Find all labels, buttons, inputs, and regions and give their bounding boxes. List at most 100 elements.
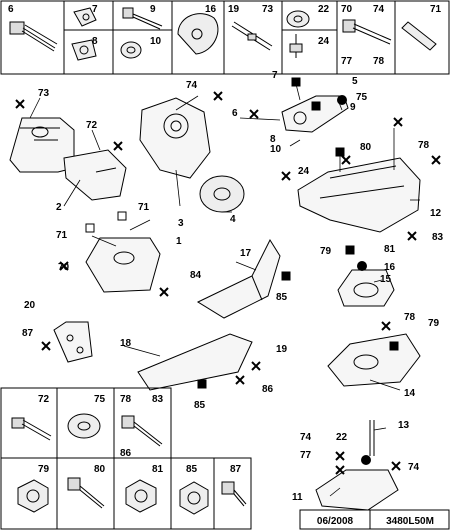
callout-80: 80	[360, 142, 372, 153]
d-washer-icon	[177, 13, 219, 55]
clip-nut-icon	[71, 39, 97, 61]
flange-bolt-icon	[67, 477, 105, 509]
cross-marker	[335, 451, 345, 461]
strip-label-8: 8	[92, 36, 98, 47]
cross-marker	[281, 171, 291, 181]
filled-square-marker	[311, 101, 321, 111]
callout-78: 78	[418, 140, 430, 151]
strip-label-24: 24	[318, 36, 330, 47]
nut-icon	[120, 41, 142, 59]
callout-22: 22	[336, 432, 348, 443]
callout-78: 78	[404, 312, 416, 323]
callout-87: 87	[22, 328, 34, 339]
callout-84: 84	[190, 270, 202, 281]
callout-3: 3	[178, 218, 184, 229]
callout-86: 86	[262, 384, 274, 395]
dot-marker	[337, 95, 347, 105]
callout-71: 71	[138, 202, 150, 213]
support-tray-12	[297, 157, 421, 233]
cross-marker	[381, 321, 391, 331]
washer-icon	[67, 413, 101, 439]
torque-link-3	[139, 97, 211, 179]
legend-label-75: 75	[94, 394, 106, 405]
flange-bolt-icon	[342, 19, 392, 45]
stud-13	[369, 420, 375, 456]
leader-lines	[29, 83, 420, 497]
connection-markers	[15, 77, 441, 475]
bolt-icon	[11, 417, 52, 441]
cross-marker	[391, 461, 401, 471]
plate-20	[53, 321, 93, 363]
callout-5: 5	[352, 76, 358, 87]
callout-18: 18	[120, 338, 132, 349]
callout-17: 17	[240, 248, 252, 259]
legend-label-86: 86	[120, 448, 132, 459]
callout-70: 70	[58, 262, 70, 273]
strip-label-74: 74	[373, 4, 385, 15]
bolt-icon	[9, 21, 58, 52]
filled-square-marker	[389, 341, 399, 351]
callout-12: 12	[430, 208, 442, 219]
cross-marker	[59, 261, 69, 271]
callout-85: 85	[276, 292, 288, 303]
callout-24: 24	[298, 166, 310, 177]
bushing-4	[199, 175, 245, 213]
mount-1	[85, 237, 161, 293]
callout-71: 71	[56, 230, 68, 241]
flange-bolt-icon	[121, 415, 163, 447]
callout-16: 16	[384, 262, 396, 273]
callout-19: 19	[276, 344, 288, 355]
callout-6: 6	[232, 108, 238, 119]
callout-2: 2	[56, 202, 62, 213]
callout-74: 74	[300, 432, 312, 443]
legend-label-78: 78	[120, 394, 132, 405]
mount-bracket-2	[63, 149, 127, 201]
callout-10: 10	[270, 144, 282, 155]
flange-bolt-icon	[122, 7, 163, 30]
callout-74: 74	[186, 80, 198, 91]
strip-label-73: 73	[262, 4, 274, 15]
footer-ref: 3480L50M	[386, 516, 434, 527]
stud-icon	[231, 21, 273, 51]
rod-5	[281, 95, 349, 133]
callout-77: 77	[300, 450, 312, 461]
legend-label-80: 80	[94, 464, 106, 475]
plate-14	[327, 333, 421, 387]
mount-15	[337, 269, 395, 307]
strip-label-9: 9	[150, 4, 156, 15]
bracket-17	[196, 238, 281, 319]
cross-marker	[213, 91, 223, 101]
strip-label-7: 7	[92, 4, 98, 15]
cross-marker	[41, 341, 51, 351]
strip-label-22: 22	[318, 4, 330, 15]
cross-marker	[251, 361, 261, 371]
bottom-legend	[0, 387, 252, 530]
filled-square-marker	[281, 271, 291, 281]
footer: 06/2008 3480L50M	[299, 509, 450, 530]
callout-4: 4	[230, 214, 236, 225]
callout-72: 72	[86, 120, 98, 131]
callout-1: 1	[176, 236, 182, 247]
engine-mount-left	[9, 117, 75, 173]
hex-nut-icon	[125, 479, 157, 513]
callout-7: 7	[272, 70, 278, 81]
cross-marker	[407, 231, 417, 241]
callout-75: 75	[356, 92, 368, 103]
cross-marker	[393, 117, 403, 127]
cross-marker	[235, 375, 245, 385]
flange-bolt-icon	[221, 481, 247, 507]
callout-79: 79	[320, 246, 332, 257]
callout-85: 85	[194, 400, 206, 411]
cross-marker	[159, 287, 169, 297]
strip-label-71: 71	[430, 4, 442, 15]
strip-label-10: 10	[150, 36, 162, 47]
legend-label-83: 83	[152, 394, 164, 405]
strip-label-19: 19	[228, 4, 240, 15]
callout-8: 8	[270, 134, 276, 145]
cross-marker	[249, 109, 259, 119]
base-11	[315, 469, 399, 511]
arm-18	[137, 333, 253, 391]
callout-73: 73	[38, 88, 50, 99]
